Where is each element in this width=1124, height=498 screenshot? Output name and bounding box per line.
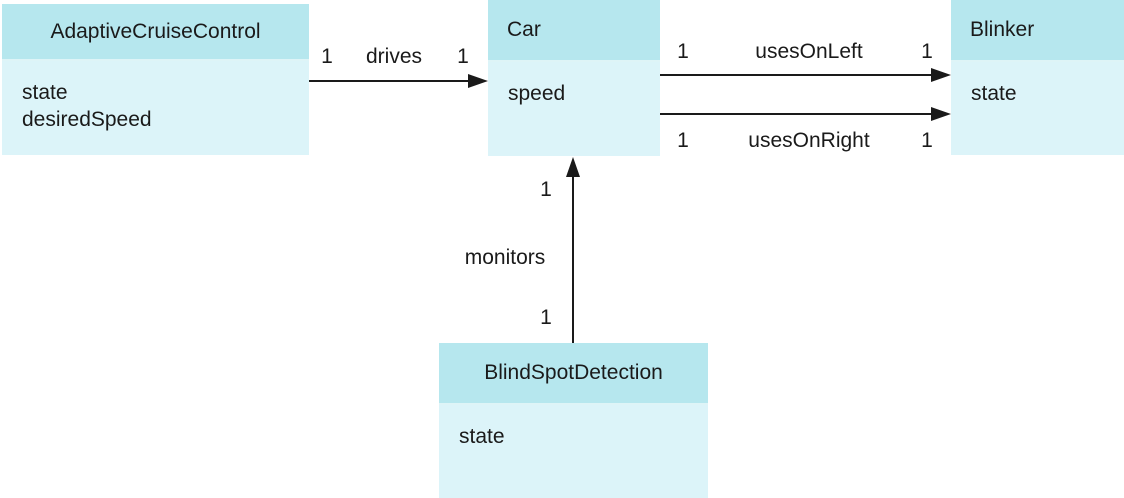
class-attribute: speed	[508, 82, 566, 105]
multiplicity-label: 1	[321, 45, 333, 68]
class-name-blinker: Blinker	[951, 0, 1124, 62]
class-attributes-car: speed	[488, 62, 660, 156]
class-attribute: state	[971, 82, 1017, 105]
multiplicity-label: 1	[457, 45, 469, 68]
arrowhead-right-icon	[468, 74, 488, 88]
class-name-blind-spot-detection: BlindSpotDetection	[439, 343, 708, 405]
multiplicity-label: 1	[677, 40, 689, 63]
class-attributes-blinker: state	[951, 62, 1124, 155]
arrowhead-right-icon	[931, 107, 951, 121]
association-label-drives: drives	[365, 45, 423, 68]
multiplicity-label: 1	[540, 306, 552, 329]
multiplicity-label: 1	[921, 129, 933, 152]
association-label-usesonleft: usesOnLeft	[755, 40, 863, 63]
class-attribute: state	[22, 81, 68, 104]
class-box-blinker: Blinker state	[951, 0, 1124, 155]
class-attributes-blind-spot-detection: state	[439, 405, 708, 498]
multiplicity-label: 1	[540, 178, 552, 201]
class-attribute: state	[459, 425, 505, 448]
arrowhead-up-icon	[566, 157, 580, 177]
class-name-car: Car	[488, 0, 660, 62]
class-box-adaptive-cruise-control: AdaptiveCruiseControl state desiredSpeed	[2, 4, 309, 155]
class-box-car: Car speed	[488, 0, 660, 156]
association-drives-line	[309, 80, 469, 82]
class-name-adaptive-cruise-control: AdaptiveCruiseControl	[2, 4, 309, 61]
association-label-monitors: monitors	[464, 246, 546, 269]
association-usesonright-line	[660, 113, 932, 115]
class-attribute: desiredSpeed	[22, 108, 152, 131]
association-label-usesonright: usesOnRight	[748, 129, 870, 152]
multiplicity-label: 1	[677, 129, 689, 152]
multiplicity-label: 1	[921, 40, 933, 63]
class-box-blind-spot-detection: BlindSpotDetection state	[439, 343, 708, 498]
class-attributes-adaptive-cruise-control: state desiredSpeed	[2, 61, 309, 155]
arrowhead-right-icon	[931, 68, 951, 82]
association-usesonleft-line	[660, 74, 932, 76]
association-monitors-line	[572, 174, 574, 343]
